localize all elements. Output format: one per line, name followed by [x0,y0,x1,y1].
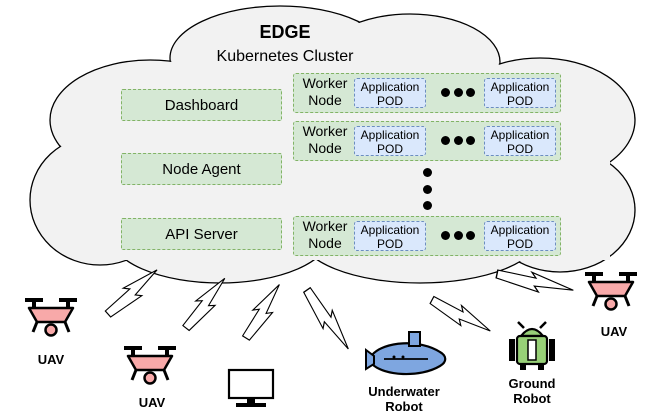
cloud-title: EDGE [259,22,311,42]
drone-icon [23,296,79,337]
cloud-subtitle: Kubernetes Cluster [216,48,354,65]
dashboard-box: Dashboard [121,89,282,121]
drone-icon [122,344,178,385]
worker-row: Worker Node Application POD Application … [293,216,561,256]
drone-icon [583,270,639,311]
application-pod: Application POD [484,78,556,108]
worker-node-label: Worker Node [302,75,348,108]
worker-row: Worker Node Application POD Application … [293,121,561,161]
api-server-box: API Server [121,218,282,250]
ellipsis-dots [441,134,475,146]
application-pod: Application POD [484,126,556,156]
node-agent-box: Node Agent [121,153,282,185]
application-pod: Application POD [354,126,426,156]
application-pod: Application POD [484,221,556,251]
submarine-icon [365,331,447,376]
vertical-ellipsis [423,168,433,210]
worker-node-label: Worker Node [302,123,348,156]
worker-node-label: Worker Node [302,218,348,251]
computer-monitor-icon [227,368,275,407]
device-label-ground-robot: Ground Robot [508,376,556,406]
node-agent-label: Node Agent [162,160,241,178]
device-label-underwater-robot: Underwater Robot [368,384,440,414]
application-pod: Application POD [354,78,426,108]
application-pod: Application POD [354,221,426,251]
device-label-uav: UAV [138,395,166,410]
ground-robot-icon [509,321,555,370]
device-label-uav: UAV [37,352,65,367]
dashboard-label: Dashboard [164,96,239,114]
ellipsis-dots [441,86,475,98]
device-label-uav: UAV [600,324,628,339]
worker-row: Worker Node Application POD Application … [293,73,561,113]
ellipsis-dots [441,229,475,241]
api-server-label: API Server [165,225,238,243]
